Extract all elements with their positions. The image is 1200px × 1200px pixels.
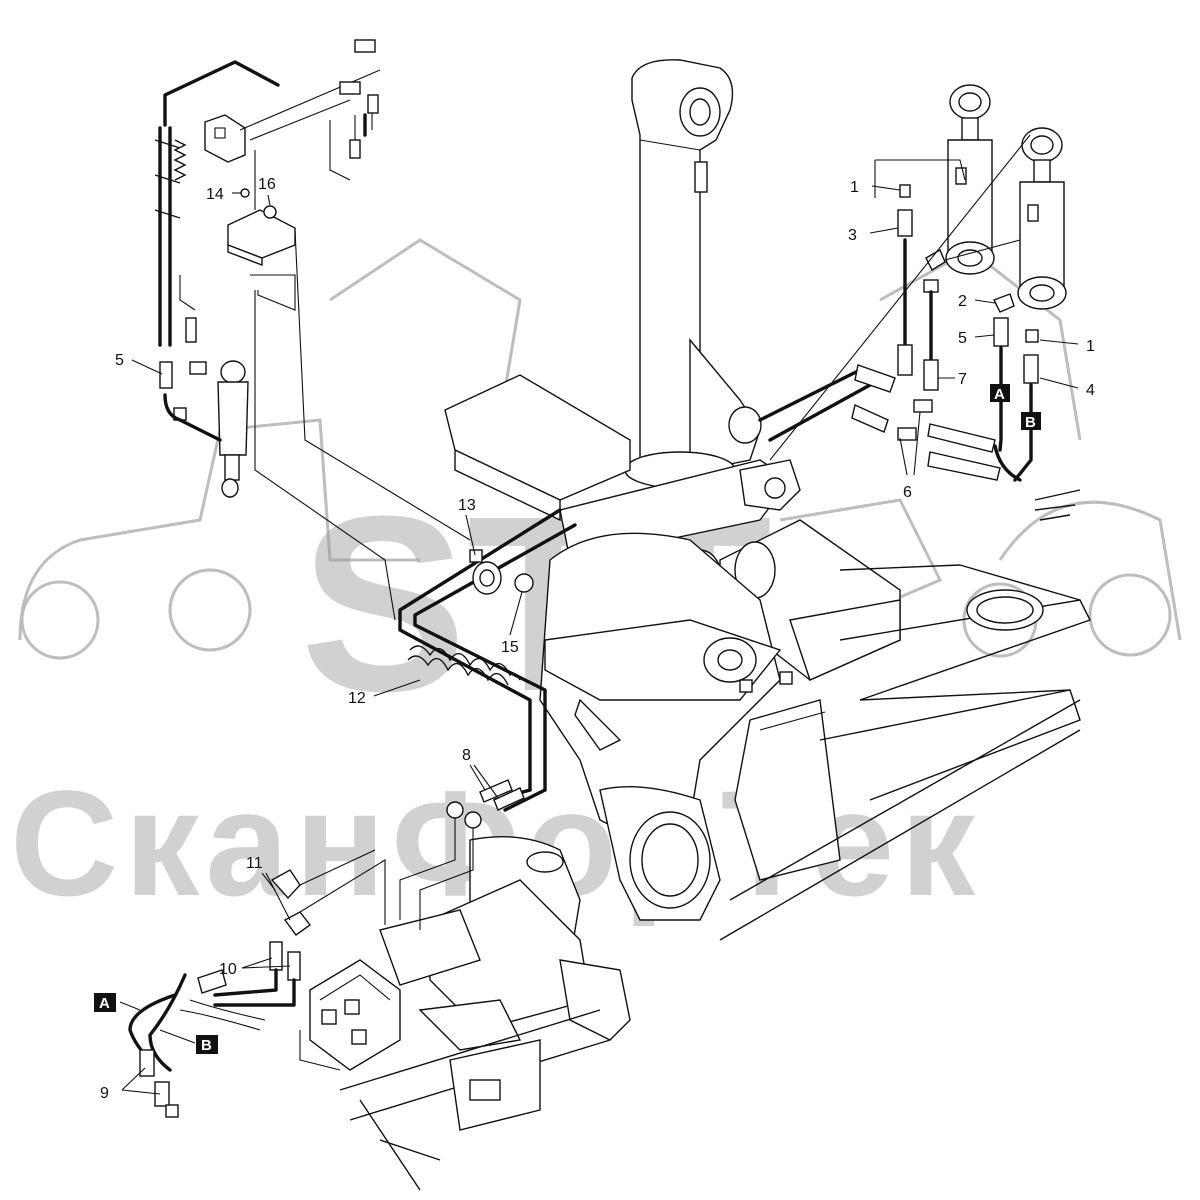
port-label-b-right: B (1021, 412, 1041, 431)
svg-text:A: A (99, 995, 110, 1012)
callout-5-right: 5 (958, 330, 967, 347)
callout-2: 2 (958, 293, 967, 310)
leader-lines (119, 185, 1079, 1095)
control-valve-block (299, 909, 481, 1071)
right-fittings (758, 134, 1081, 521)
right-cylinder-1 (945, 84, 995, 275)
callout-5-left: 5 (115, 352, 124, 369)
svg-text:B: B (201, 1037, 212, 1054)
left-small-cylinder (163, 360, 249, 498)
callout-9: 9 (100, 1085, 109, 1102)
boom-column (624, 59, 762, 489)
chassis-frame (719, 564, 1091, 941)
center-fittings (469, 549, 534, 595)
callout-1-right: 1 (1086, 338, 1095, 355)
callout-14: 14 (206, 186, 224, 203)
svg-text:A: A (994, 386, 1005, 403)
callout-7: 7 (958, 371, 967, 388)
lower-left-hoses (128, 849, 386, 1118)
callout-13: 13 (458, 497, 476, 514)
callout-8: 8 (462, 747, 471, 764)
port-label-a-left: A (94, 993, 116, 1012)
swing-frame (539, 532, 841, 921)
callout-16: 16 (258, 176, 276, 193)
bracket-assembly (227, 188, 471, 621)
right-cylinder-2 (1017, 127, 1067, 310)
spring-clip (407, 645, 521, 686)
callout-6: 6 (903, 484, 912, 501)
callout-15: 15 (501, 639, 519, 656)
callout-1-top: 1 (850, 179, 859, 196)
callout-3: 3 (848, 227, 857, 244)
callout-labels: 1 3 2 5 1 7 4 6 14 16 5 13 15 12 8 11 10… (100, 176, 1095, 1102)
callout-10: 10 (219, 961, 237, 978)
left-top-manifold (154, 39, 381, 421)
svg-text:B: B (1025, 414, 1036, 431)
port-label-a-right: A (990, 384, 1010, 403)
port-label-b-left: B (196, 1035, 218, 1054)
long-hoses (398, 508, 577, 930)
callout-4: 4 (1086, 382, 1095, 399)
lower-frame (339, 836, 631, 1191)
callout-11: 11 (246, 855, 263, 872)
callout-12: 12 (348, 690, 366, 707)
